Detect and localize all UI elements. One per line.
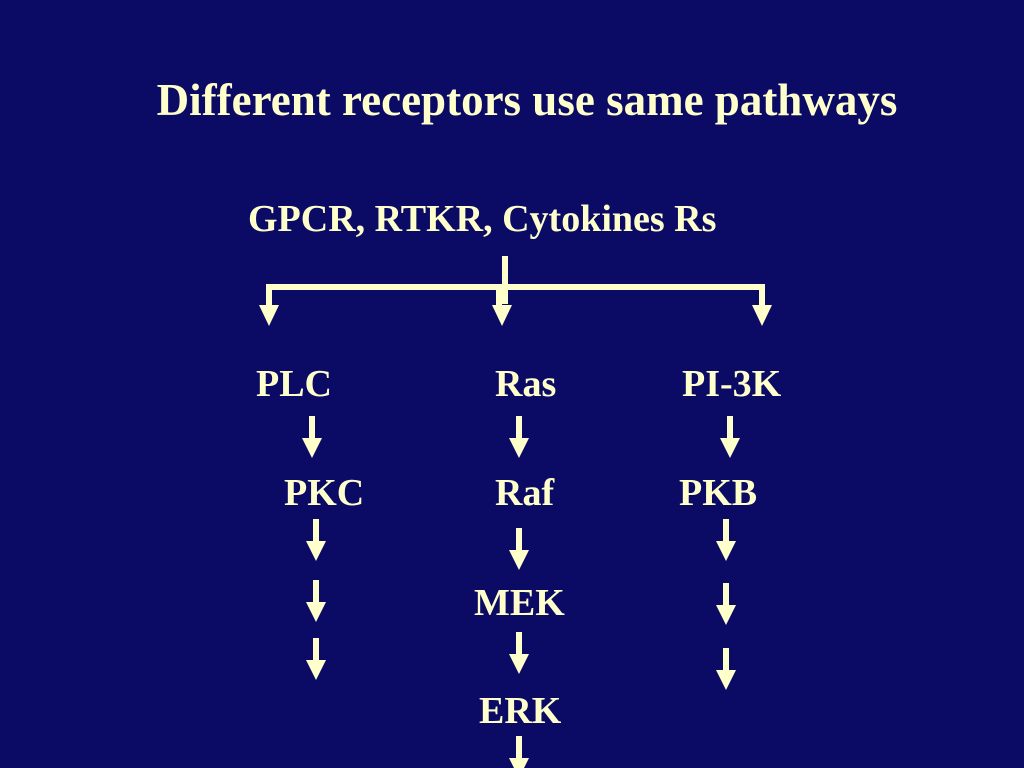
node-pkb: PKB	[679, 472, 758, 514]
arrow-pkb-down-1	[716, 519, 736, 561]
arrow-pi3k-pkb	[720, 416, 740, 458]
arrow-pkc-down-2	[306, 580, 326, 622]
arrow-raf-mek	[509, 528, 529, 570]
node-pi3k: PI-3K	[682, 363, 782, 405]
node-raf: Raf	[495, 472, 555, 514]
node-plc: PLC	[256, 363, 332, 405]
source-receptors-label: GPCR, RTKR, Cytokines Rs	[248, 198, 717, 240]
arrow-plc-pkc	[302, 416, 322, 458]
arrow-pkc-down-3	[306, 638, 326, 680]
arrow-pkc-down-1	[306, 519, 326, 561]
slide-title: Different receptors use same pathways	[156, 75, 898, 125]
arrow-mek-erk	[509, 632, 529, 674]
arrow-erk-down	[509, 736, 529, 768]
arrow-pkb-down-3	[716, 648, 736, 690]
node-ras: Ras	[495, 363, 557, 405]
node-mek: MEK	[474, 582, 565, 624]
node-erk: ERK	[479, 690, 562, 732]
arrow-ras-raf	[509, 416, 529, 458]
branch-connector	[259, 256, 772, 326]
arrow-pkb-down-2	[716, 583, 736, 625]
node-pkc: PKC	[284, 472, 365, 514]
